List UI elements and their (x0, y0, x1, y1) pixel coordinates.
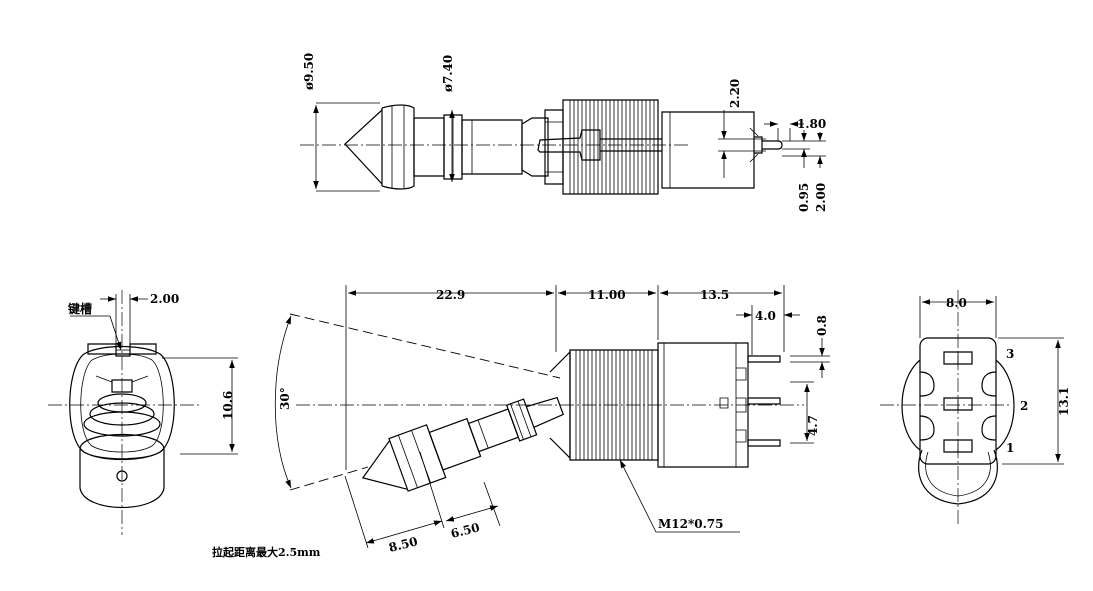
top-shaft-1 (414, 118, 444, 176)
left-knob-center (117, 471, 127, 481)
top-threaded-bushing (563, 100, 658, 194)
front-terminal-1 (748, 440, 780, 446)
dim-11-00: 11.00 (588, 288, 626, 302)
left-view: 键槽 2.00 10.6 (48, 290, 238, 535)
dim-dia-7-40: ø7.40 (441, 55, 455, 92)
front-cap-cone (354, 440, 407, 502)
front-cap-body (389, 425, 446, 491)
dim-22-9: 22.9 (436, 288, 465, 302)
pin-label-3: 3 (1006, 347, 1014, 361)
dim-2-00-left: 2.00 (150, 292, 179, 306)
keyway-label: 键槽 (67, 301, 92, 316)
dim-13-5: 13.5 (700, 288, 729, 302)
top-terminal (762, 141, 782, 149)
angle-arc (275, 316, 291, 488)
dim-8-50: 8.50 (387, 534, 419, 555)
front-view: 30° (212, 285, 830, 559)
dim-0-8: 0.8 (815, 315, 829, 336)
dim-4-7: 4.7 (806, 415, 820, 436)
angle-30: 30° (278, 387, 292, 410)
right-view: 3 2 1 8.0 13.1 (880, 290, 1071, 525)
top-cap-body (382, 105, 414, 189)
dim-13-1: 13.1 (1057, 387, 1071, 416)
dim-2-00-top: 2.00 (814, 183, 828, 212)
dim-dia-9-50: ø9.50 (302, 53, 316, 90)
top-cap-cone (345, 110, 382, 184)
top-inner-lever (538, 130, 600, 160)
tilted-lever (353, 380, 569, 504)
dim-2-20: 2.20 (728, 79, 742, 108)
pin-label-2: 2 (1020, 399, 1028, 413)
front-terminal-3 (748, 356, 780, 362)
dim-8-0: 8.0 (946, 296, 967, 310)
front-switch-housing (658, 343, 748, 467)
top-view: ø9.50 ø7.40 2.20 1.80 0.95 2.00 (300, 53, 828, 212)
right-switch-housing (920, 338, 996, 464)
front-terminal-2 (748, 398, 780, 404)
thread-spec: M12*0.75 (658, 517, 723, 531)
dim-6-50: 6.50 (449, 520, 481, 541)
angle-upper-line (290, 314, 560, 378)
front-thread-lines (580, 350, 652, 460)
pin-label-1: 1 (1006, 441, 1014, 455)
dim-1-80: 1.80 (797, 117, 826, 131)
left-knob (80, 435, 164, 508)
pull-distance-note: 拉起距离最大2.5mm (212, 545, 321, 559)
dim-4-0: 4.0 (755, 309, 776, 323)
top-shaft-2 (462, 120, 522, 174)
top-switch-housing (662, 112, 754, 188)
dim-10-6: 10.6 (221, 391, 235, 420)
top-lever-base (522, 118, 548, 176)
front-shaft-1 (429, 419, 480, 470)
right-knob (919, 450, 998, 504)
dim-0-95: 0.95 (797, 183, 811, 212)
top-thread-lines (570, 100, 654, 194)
angle-lower-line (290, 467, 368, 490)
